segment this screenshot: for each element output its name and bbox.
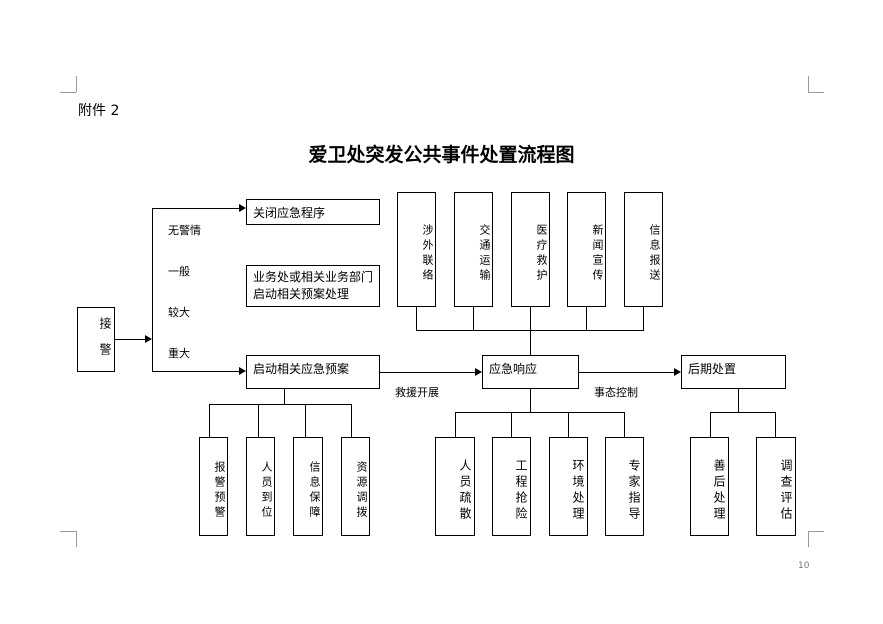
attachment-label: 附件 2 <box>78 103 120 119</box>
child-box: 人员疏散 <box>435 437 475 536</box>
top-box: 信息报送 <box>624 192 663 307</box>
child-box: 信息保障 <box>293 437 323 536</box>
child-box: 人员到位 <box>246 437 275 536</box>
close-procedure-box: 关闭应急程序 <box>246 199 380 225</box>
child-box: 资源调拨 <box>341 437 370 536</box>
emergency-response-box: 应急响应 <box>482 355 579 389</box>
post-disposal-box: 后期处置 <box>681 355 786 389</box>
page-number: 10 <box>798 561 810 571</box>
child-box: 环境处理 <box>549 437 588 536</box>
level-general: 一般 <box>168 265 190 278</box>
child-box: 报警预警 <box>199 437 228 536</box>
child-box: 专家指导 <box>605 437 644 536</box>
top-box: 交通运输 <box>454 192 493 307</box>
page-title: 爱卫处突发公共事件处置流程图 <box>308 144 575 166</box>
top-box: 涉外联络 <box>397 192 436 307</box>
start-plan-box: 启动相关应急预案 <box>246 355 380 389</box>
level-none: 无警情 <box>168 224 201 237</box>
child-box: 工程抢险 <box>492 437 531 536</box>
child-box: 调查评估 <box>756 437 796 536</box>
level-larger: 较大 <box>168 306 190 319</box>
top-box: 新闻宣传 <box>567 192 606 307</box>
department-plan-box: 业务处或相关业务部门启动相关预案处理 <box>246 265 380 307</box>
top-box: 医疗救护 <box>511 192 550 307</box>
level-major: 重大 <box>168 347 190 360</box>
receive-box: 接警 <box>77 307 115 372</box>
child-box: 善后处理 <box>690 437 729 536</box>
control-label: 事态控制 <box>594 386 638 399</box>
rescue-label: 救援开展 <box>395 386 439 399</box>
